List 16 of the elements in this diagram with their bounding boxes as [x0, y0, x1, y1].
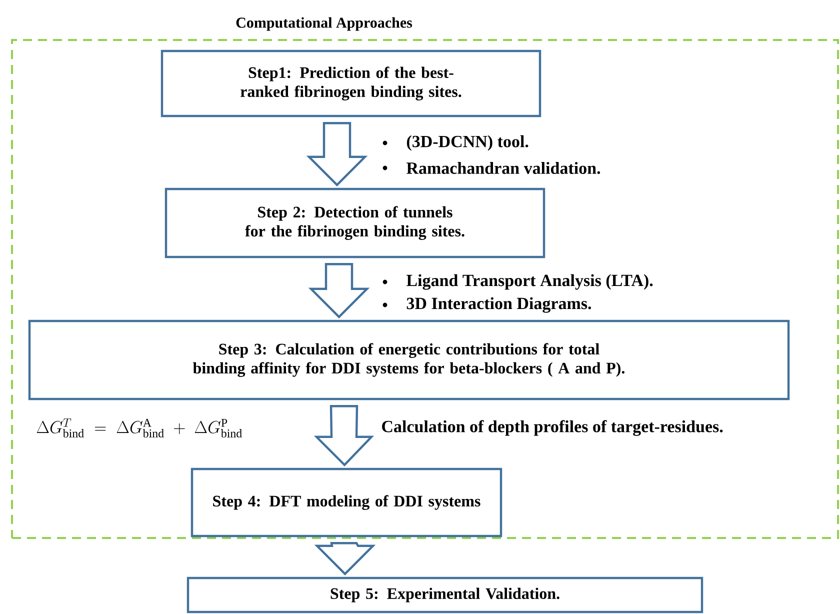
- bullet-item: Ligand Transport Analysis (LTA).: [382, 274, 653, 290]
- note-text: Calculation of depth profiles of target-residues.: [382, 420, 723, 436]
- node-label: Computational Approaches: [236, 17, 412, 31]
- step-box: Step1: Prediction of the best-ranked fibrinogen binding sites.: [160, 50, 542, 118]
- bullet-item: 3D Interaction Diagrams.: [382, 297, 591, 313]
- step-box: Step 2: Detection of tunnels for the fibrinogen binding sites.: [164, 188, 546, 258]
- block-arrow: [314, 542, 376, 576]
- step-box: Step 5: Experimental Validation.: [186, 576, 704, 614]
- block-arrow: [308, 263, 370, 318]
- block-arrow: [314, 405, 374, 466]
- step-box: Step 4: DFT modeling of DDI systems: [190, 468, 502, 538]
- bullet-item: Ramachandran validation.: [382, 162, 600, 174]
- formula: $\Delta G^{T}_{\mathrm{bind}} \;=\; \Delta G^{\mathrm{A}}_{\mathrm{bind}} \;+\; \Delta G^{\mathrm{P}}_{\mathrm{bind}}$: [36, 418, 242, 438]
- step-box: Step 3: Calculation of energetic contributions for total binding affinity for DDI systems for beta-blockers ( A and P).: [28, 320, 790, 400]
- block-arrow: [306, 122, 368, 186]
- bullet-item: (3D-DCNN) tool.: [382, 135, 528, 151]
